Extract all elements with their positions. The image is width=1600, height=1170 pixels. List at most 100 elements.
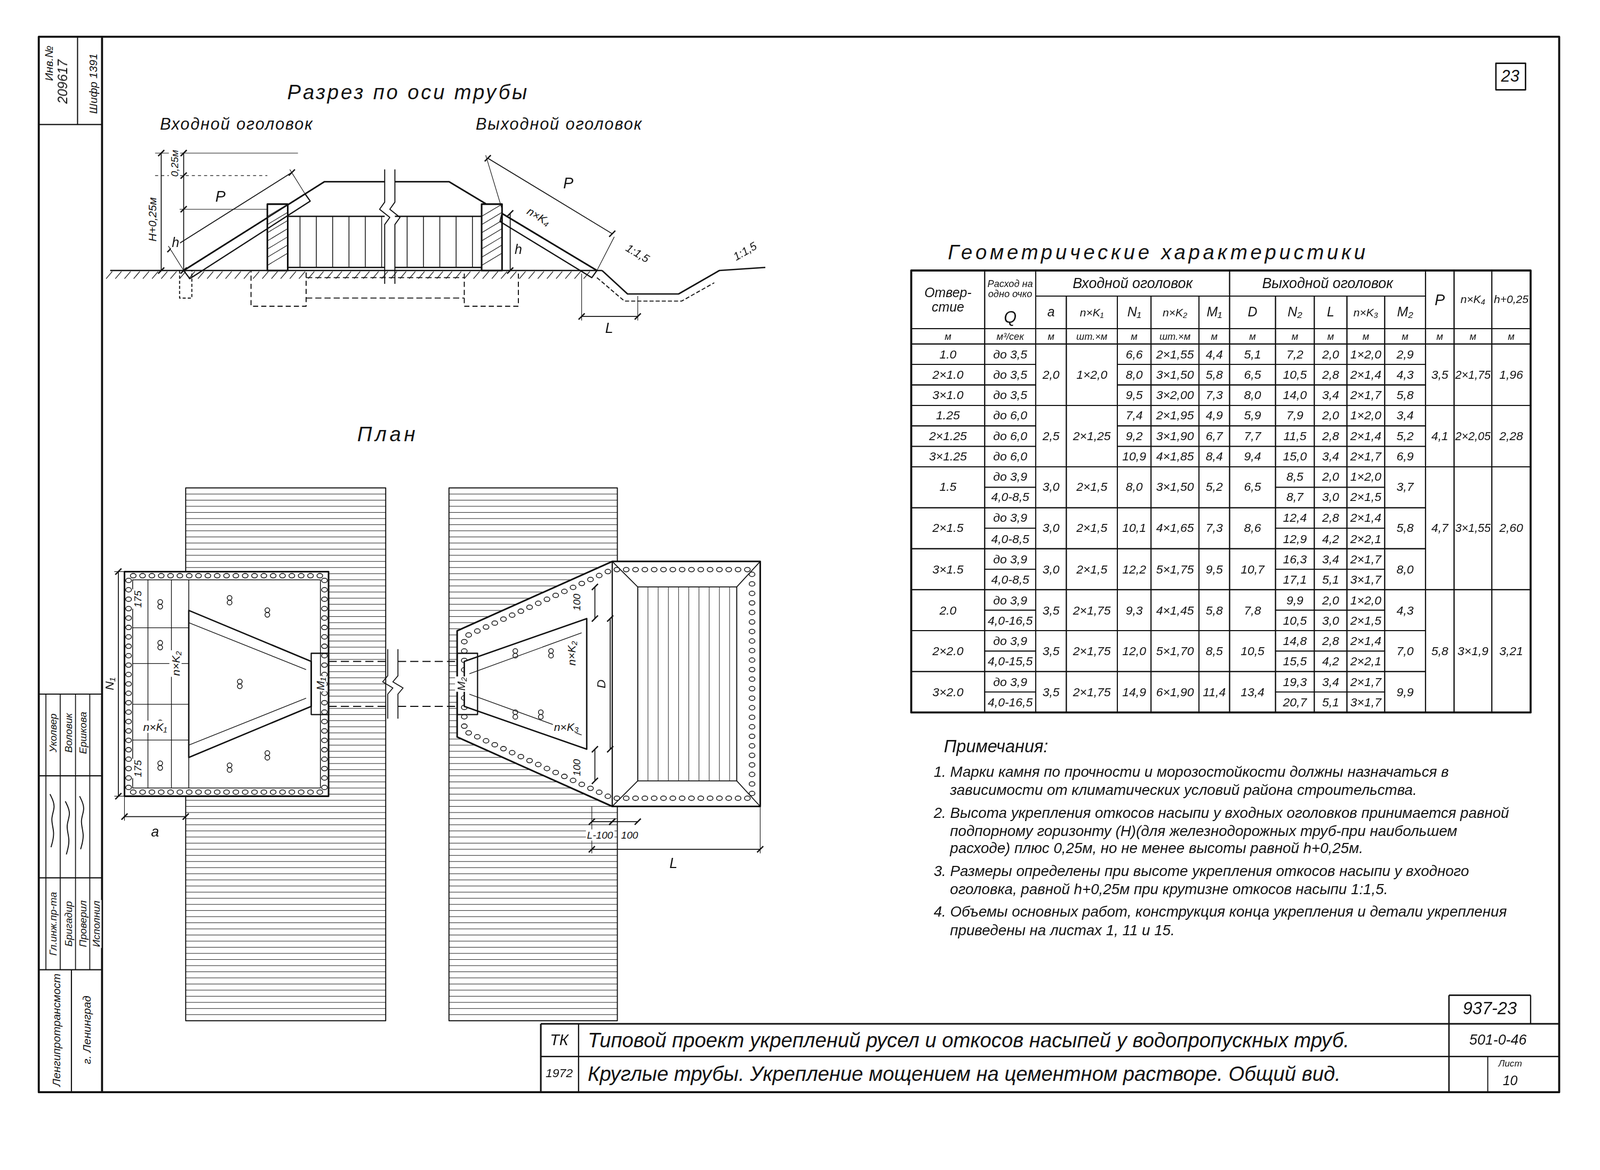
paving-symbol <box>513 652 518 658</box>
pipe-joint <box>439 216 441 268</box>
table-cell-border <box>1229 385 1276 406</box>
end-zone-hatch <box>658 586 659 781</box>
dimension-line <box>592 820 613 822</box>
table-cell: до 6,0 <box>985 447 1035 467</box>
paving-symbol <box>265 607 270 613</box>
stone-mark <box>688 566 695 572</box>
stone-mark <box>223 573 230 578</box>
table-border <box>911 270 1531 712</box>
table-cell: 10,5 <box>1230 631 1275 671</box>
table-cell: 2,8 <box>1315 631 1346 651</box>
drawing-label: Шифр 1391 <box>86 52 100 115</box>
stone-mark <box>679 566 686 572</box>
note-text: 1. Марки камня по прочности и морозостой… <box>933 763 1521 800</box>
table-cell-border <box>1066 328 1118 344</box>
inlet-paving <box>124 571 329 796</box>
end-zone-diagonal <box>736 780 760 807</box>
stone-mark <box>186 789 192 794</box>
embankment-hatch <box>449 885 618 886</box>
table-cell-border <box>1453 328 1492 344</box>
stone-mark <box>749 771 756 776</box>
embankment-hatch <box>185 554 386 556</box>
stone-mark <box>242 789 248 794</box>
stone-mark <box>744 795 751 800</box>
table-cell: до 6,0 <box>985 406 1035 426</box>
stone-mark <box>535 601 542 606</box>
table-cell: 16,3 <box>1276 549 1314 568</box>
embankment-hatch <box>185 885 386 886</box>
table-cell: 2×1,7 <box>1347 672 1384 692</box>
linework <box>38 36 1560 1092</box>
table-cell: 12,2 <box>1118 549 1150 589</box>
title-block-line <box>1448 994 1450 1092</box>
table-cell: 7,3 <box>1200 508 1229 548</box>
stone-mark <box>561 773 568 779</box>
table-cell-border <box>984 466 1036 487</box>
stone-mark <box>749 657 756 662</box>
dimension-tick <box>592 777 598 784</box>
table-cell-border <box>1229 296 1276 329</box>
table-cell-border <box>1453 405 1492 467</box>
embankment-hatch <box>185 879 386 880</box>
note-text: 2. Высота укрепления откосов насыпи у вх… <box>933 804 1521 858</box>
paving-symbol <box>513 709 518 715</box>
stone-mark <box>735 795 742 800</box>
drawing-label: n×K₂ <box>565 640 578 667</box>
table-cell-border <box>1117 328 1151 344</box>
dimension-line <box>160 153 162 271</box>
headwall-hatch <box>481 220 502 233</box>
table-cell-border <box>984 589 1036 610</box>
pipe-joint <box>406 216 408 268</box>
stone-mark <box>461 648 468 653</box>
stamp-line <box>70 969 72 1093</box>
title-block-line <box>539 1023 542 1092</box>
headwall <box>267 204 288 271</box>
table-cell-border <box>1314 385 1347 406</box>
table-cell-border <box>1275 671 1315 692</box>
table-cell-border <box>911 630 986 672</box>
table-cell: шт.×м <box>1152 329 1198 343</box>
stone-mark <box>716 795 723 800</box>
outlet-paving <box>457 561 760 806</box>
end-zone-hatch <box>688 586 690 781</box>
embankment-hatch <box>449 530 618 531</box>
stamp-line <box>75 693 77 970</box>
table-cell-border <box>1384 548 1426 590</box>
dimension-tick <box>507 267 514 274</box>
table-cell-border <box>1275 569 1315 590</box>
table-cell: 5×1,70 <box>1152 631 1198 671</box>
table-cell: 1.25 <box>912 406 984 426</box>
table-cell-border <box>1229 344 1276 365</box>
drawing-label: Проверил <box>76 899 88 948</box>
dimension-tick <box>484 155 491 162</box>
table-cell-border <box>1491 405 1531 467</box>
table-cell-border <box>1491 344 1531 406</box>
table-cell-border <box>1275 405 1315 426</box>
table-cell: 3×1,9 <box>1454 590 1491 711</box>
embankment-hatch <box>449 940 618 942</box>
dimension-line <box>117 571 119 796</box>
paving-symbol <box>157 644 163 650</box>
drawing-label: Уколвер <box>47 712 59 754</box>
paving-symbol <box>157 599 163 605</box>
drawing-label: 1972 <box>544 1066 574 1080</box>
stone-mark <box>186 573 192 578</box>
inlet-paving-inner <box>132 579 321 788</box>
stone-mark <box>148 789 155 794</box>
table-cell-border <box>984 446 1036 467</box>
embankment-hatch <box>185 897 386 899</box>
table-cell-border <box>1425 405 1455 467</box>
table-cell-border <box>1198 344 1230 365</box>
outlet-end-zone <box>637 586 738 781</box>
table-cell-border <box>1198 548 1230 590</box>
stone-mark <box>749 686 756 691</box>
table-cell: 8,0 <box>1118 365 1150 384</box>
embankment-hatch <box>185 499 386 501</box>
table-cell: 10,7 <box>1230 549 1275 589</box>
table-cell: 1.5 <box>912 467 984 507</box>
table-cell-border <box>1275 328 1315 344</box>
table-cell: 2×1,5 <box>1067 508 1117 548</box>
paving-symbol <box>538 714 544 719</box>
table-cell: 3×2.0 <box>912 672 984 712</box>
outlet-end-line <box>611 561 613 806</box>
